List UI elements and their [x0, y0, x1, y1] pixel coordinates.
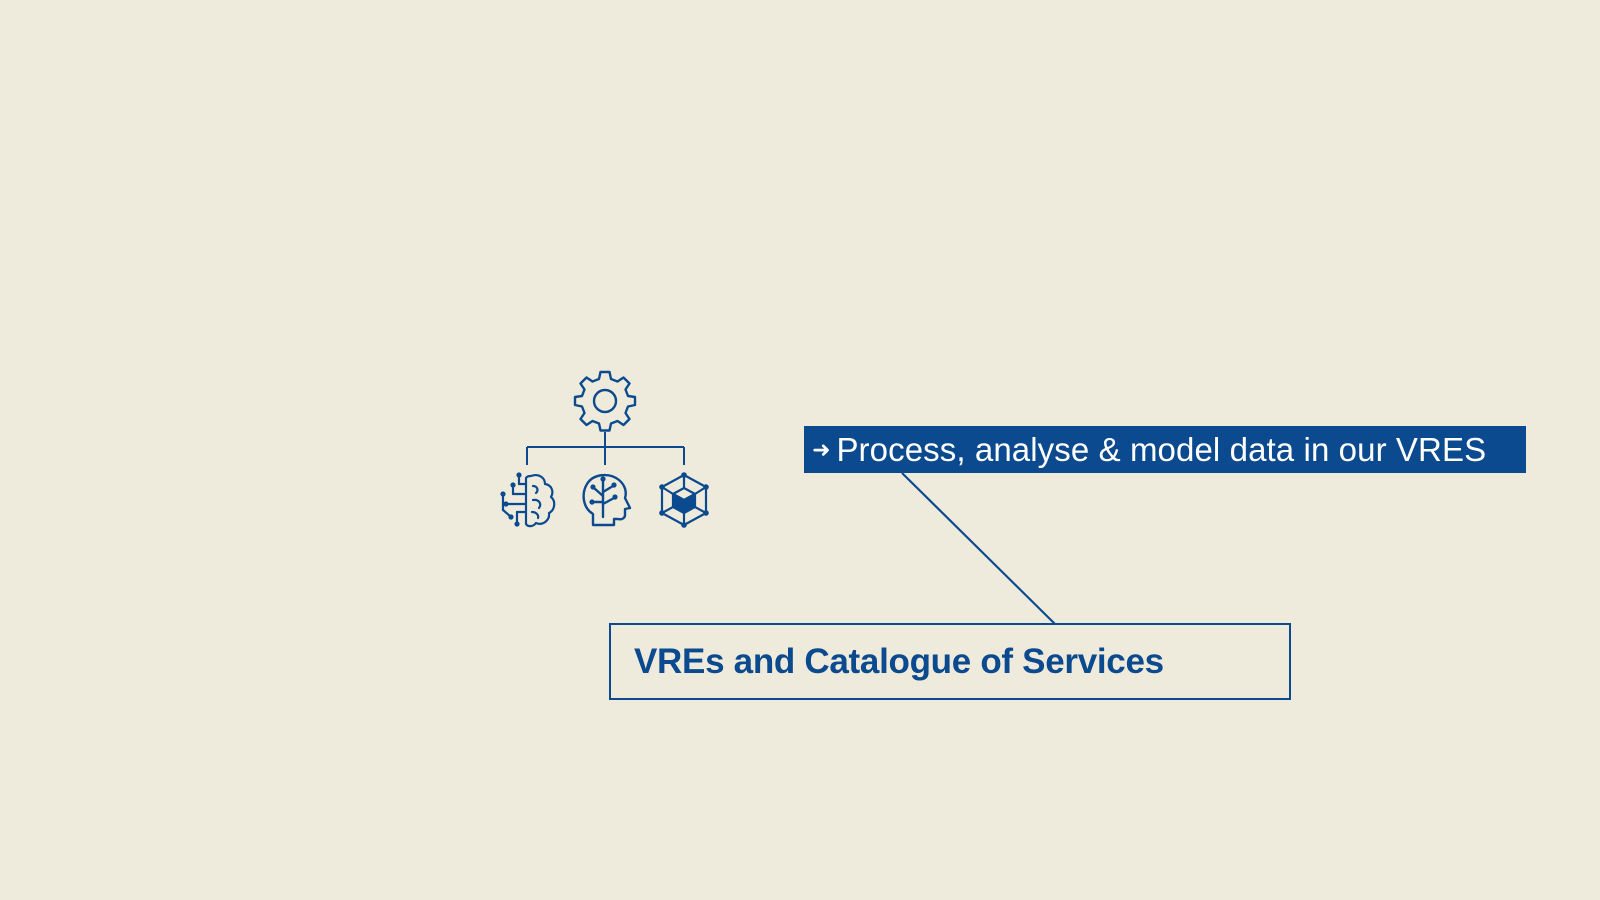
callout-connector-line [901, 472, 1056, 625]
ai-head-icon [582, 473, 632, 527]
icon-hierarchy-graphic [500, 370, 709, 528]
vre-catalogue-title: VREs and Catalogue of Services [634, 642, 1164, 681]
icon-hierarchy [480, 360, 720, 540]
hierarchy-connector-icon [526, 432, 685, 465]
vre-catalogue-box: VREs and Catalogue of Services [609, 623, 1291, 700]
arrow-right-icon: ➜ [812, 436, 831, 462]
callout-banner: ➜ Process, analyse & model data in our V… [804, 426, 1526, 473]
callout-text: Process, analyse & model data in our VRE… [836, 431, 1487, 468]
network-cube-icon [659, 472, 709, 528]
circuit-brain-icon [500, 472, 556, 528]
gear-icon [573, 370, 637, 432]
